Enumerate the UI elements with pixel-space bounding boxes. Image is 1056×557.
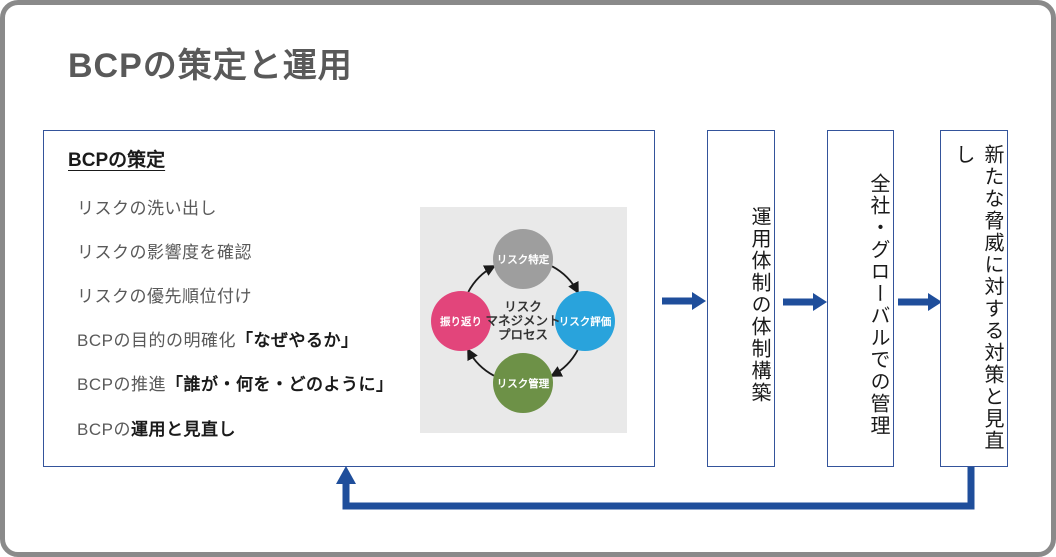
flow-step-label: 新たな脅威に対する対策と見直し bbox=[952, 144, 1003, 452]
list-item: BCPの目的の明確化「なぜやるか」 bbox=[77, 326, 358, 351]
list-item: BCPの運用と見直し bbox=[77, 415, 236, 440]
cycle-node-label: リスク評価 bbox=[559, 315, 612, 328]
cycle-node-risk-management bbox=[493, 353, 553, 413]
list-item-bold: 「なぜやるか」 bbox=[235, 331, 359, 350]
bcp-plan-box: BCPの策定 リスクの洗い出し リスクの影響度を確認 リスクの優先順位付け BC… bbox=[43, 130, 655, 467]
feedback-loop-arrowhead bbox=[336, 466, 356, 484]
list-item-bold: 運用と見直し bbox=[130, 420, 236, 439]
flow-step-operation-structure: 運用体制の体制構築 bbox=[707, 130, 775, 467]
cycle-center-line1: リスク bbox=[504, 300, 542, 314]
list-item-bold: 「誰が・何を・どのように」 bbox=[165, 375, 394, 394]
list-item: リスクの影響度を確認 bbox=[77, 238, 252, 263]
cycle-center-line2: マネジメント bbox=[485, 314, 560, 328]
cycle-arrow-bottom-to-left bbox=[467, 348, 495, 377]
flow-arrow-2 bbox=[783, 293, 827, 311]
flow-step-global-management: 全社・グローバルでの管理 bbox=[827, 130, 894, 467]
list-item-text: BCPの bbox=[77, 420, 131, 439]
cycle-node-review bbox=[431, 291, 491, 351]
feedback-loop-path bbox=[342, 467, 975, 510]
flow-arrow-3 bbox=[898, 293, 942, 311]
cycle-node-risk-identification bbox=[493, 229, 553, 289]
cycle-center-line3: プロセス bbox=[498, 327, 548, 342]
list-item: BCPの推進「誰が・何を・どのように」 bbox=[77, 370, 393, 395]
cycle-node-label: リスク管理 bbox=[497, 377, 550, 390]
flow-arrow-1 bbox=[662, 292, 706, 310]
cycle-arrow-left-to-top bbox=[467, 265, 496, 293]
page-title: BCPの策定と運用 bbox=[68, 47, 353, 85]
list-item: リスクの優先順位付け bbox=[77, 282, 252, 307]
flow-step-new-threats-review: 新たな脅威に対する対策と見直し bbox=[940, 130, 1008, 467]
list-item-text: BCPの目的の明確化 bbox=[77, 331, 236, 350]
cycle-node-risk-evaluation bbox=[555, 291, 615, 351]
cycle-node-label: 振り返り bbox=[440, 315, 482, 328]
list-item-text: リスクの優先順位付け bbox=[77, 287, 252, 306]
cycle-arrow-top-to-right bbox=[551, 265, 579, 294]
risk-cycle-diagram: リスク特定 リスク評価 リスク管理 振り返り リスク マネジメント プロセス bbox=[431, 229, 615, 413]
flow-step-label: 運用体制の体制構築 bbox=[748, 206, 770, 404]
list-item: リスクの洗い出し bbox=[77, 194, 217, 219]
flow-step-label: 全社・グローバルでの管理 bbox=[867, 173, 889, 437]
list-item-text: リスクの影響度を確認 bbox=[77, 243, 252, 262]
cycle-arrow-right-to-bottom bbox=[550, 349, 579, 377]
list-item-text: BCPの推進 bbox=[77, 375, 166, 394]
risk-cycle-panel: リスク特定 リスク評価 リスク管理 振り返り リスク マネジメント プロセス bbox=[420, 207, 627, 433]
list-item-text: リスクの洗い出し bbox=[77, 199, 217, 218]
bcp-plan-heading: BCPの策定 bbox=[68, 150, 166, 171]
cycle-node-label: リスク特定 bbox=[497, 253, 550, 266]
